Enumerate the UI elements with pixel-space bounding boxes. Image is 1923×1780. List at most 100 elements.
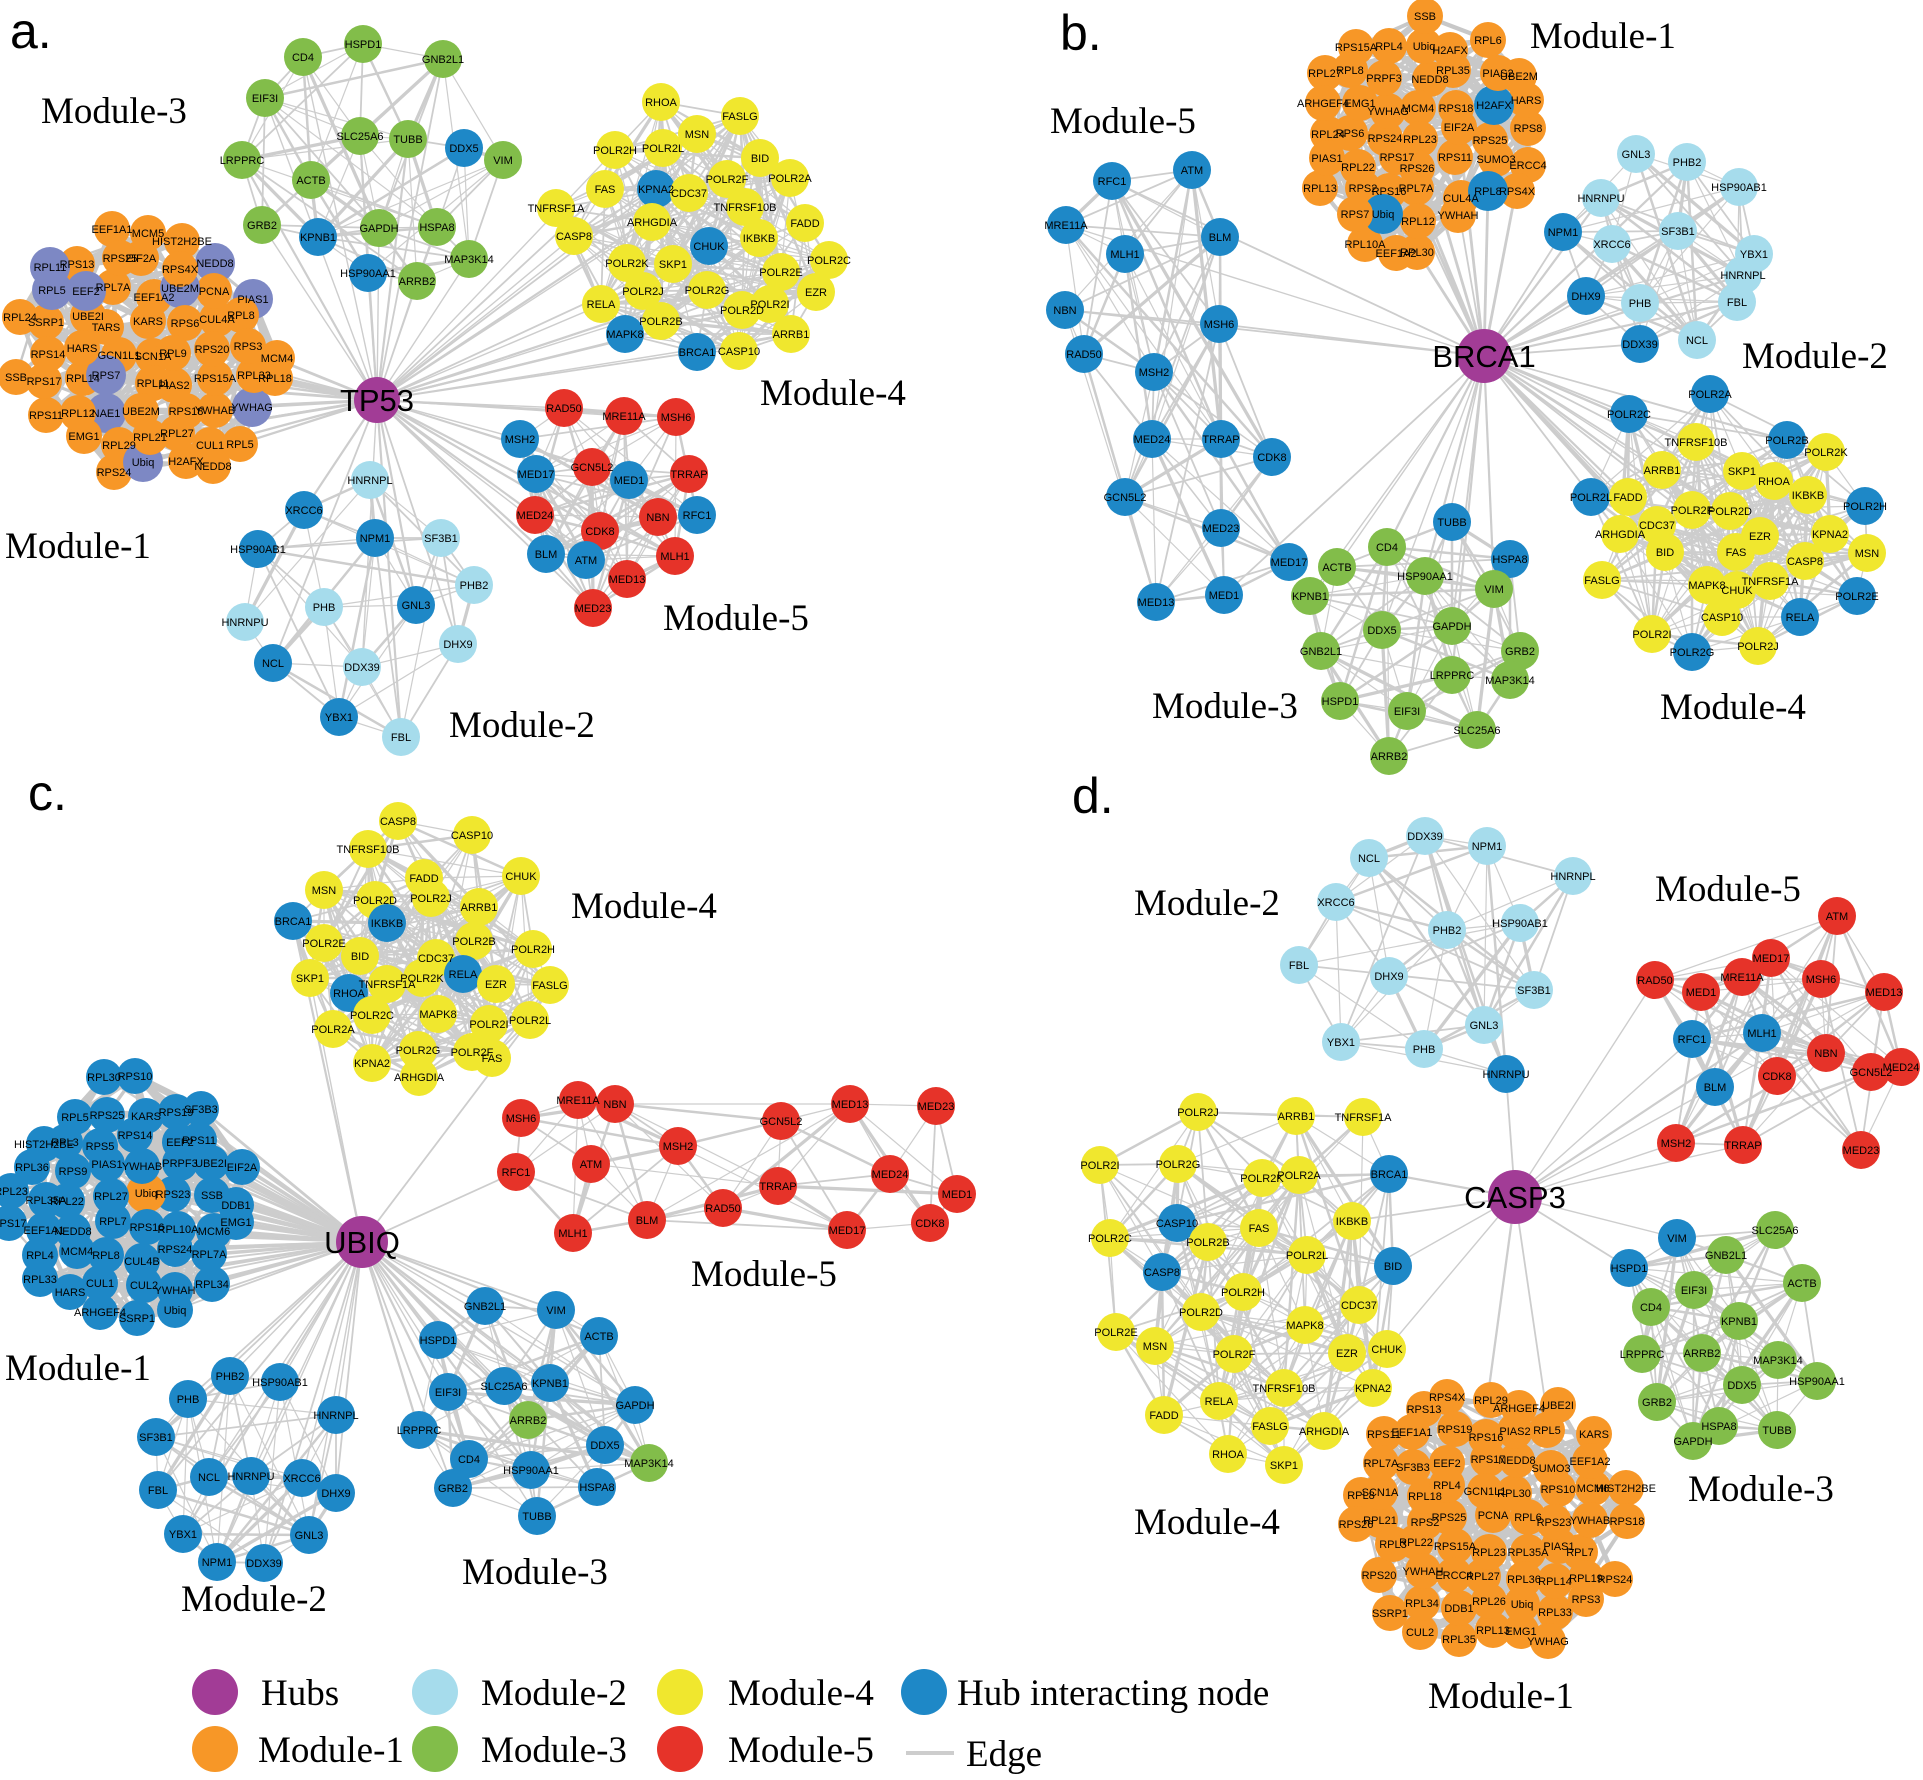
- svg-text:POLR2A: POLR2A: [1688, 389, 1732, 401]
- svg-text:MAPK8: MAPK8: [1688, 580, 1725, 592]
- svg-text:Module-3: Module-3: [41, 91, 187, 132]
- svg-text:MRE11A: MRE11A: [602, 411, 646, 423]
- svg-text:KARS: KARS: [1579, 1429, 1609, 1441]
- svg-text:PCNA: PCNA: [1478, 1510, 1509, 1522]
- svg-text:POLR2D: POLR2D: [1708, 506, 1752, 518]
- svg-text:SKP1: SKP1: [1270, 1460, 1298, 1472]
- svg-text:YWHAH: YWHAH: [1438, 210, 1479, 222]
- svg-text:RPS3: RPS3: [234, 341, 263, 353]
- svg-text:RPS15A: RPS15A: [1434, 1541, 1477, 1553]
- svg-text:EZR: EZR: [805, 287, 827, 299]
- svg-text:RPL14: RPL14: [1538, 1576, 1572, 1588]
- svg-text:HSP90AA1: HSP90AA1: [1789, 1376, 1845, 1388]
- svg-text:POLR2I: POLR2I: [750, 299, 789, 311]
- svg-text:HARS: HARS: [67, 343, 98, 355]
- svg-text:RPL8: RPL8: [1347, 1490, 1375, 1502]
- svg-text:KPNB1: KPNB1: [532, 1378, 568, 1390]
- svg-text:RPS10: RPS10: [1541, 1484, 1576, 1496]
- svg-text:POLR2G: POLR2G: [1670, 647, 1715, 659]
- svg-text:NBN: NBN: [1053, 305, 1076, 317]
- svg-text:RPS20: RPS20: [1362, 1570, 1397, 1582]
- svg-text:YWHAB: YWHAB: [122, 1161, 162, 1173]
- svg-text:MAP3K14: MAP3K14: [624, 1458, 674, 1470]
- svg-text:DDB1: DDB1: [221, 1200, 250, 1212]
- svg-text:RPL7A: RPL7A: [192, 1249, 228, 1261]
- svg-text:RHOA: RHOA: [333, 988, 365, 1000]
- svg-text:ATM: ATM: [1181, 165, 1203, 177]
- svg-text:BRCA1: BRCA1: [1432, 339, 1535, 374]
- svg-text:PHB: PHB: [1413, 1044, 1436, 1056]
- svg-text:YWHAB: YWHAB: [1570, 1515, 1610, 1527]
- svg-text:CASP8: CASP8: [380, 816, 416, 828]
- svg-text:ACTB: ACTB: [1322, 562, 1351, 574]
- svg-text:HNRNPU: HNRNPU: [1577, 193, 1624, 205]
- svg-text:GAPDH: GAPDH: [1673, 1436, 1712, 1448]
- svg-text:YWHAG: YWHAG: [1527, 1636, 1569, 1648]
- svg-text:POLR2F: POLR2F: [1213, 1349, 1256, 1361]
- svg-text:RPS2: RPS2: [1411, 1517, 1440, 1529]
- svg-text:RPL5: RPL5: [1533, 1425, 1561, 1437]
- svg-text:Module-2: Module-2: [1134, 883, 1280, 924]
- svg-text:GNB2L1: GNB2L1: [1705, 1250, 1747, 1262]
- svg-text:RPS4X: RPS4X: [1429, 1392, 1466, 1404]
- svg-text:FASLG: FASLG: [722, 111, 757, 123]
- svg-text:GCN5L2: GCN5L2: [571, 462, 614, 474]
- svg-text:KPNA2: KPNA2: [638, 184, 674, 196]
- svg-text:Module-3: Module-3: [1688, 1469, 1834, 1510]
- svg-text:NPM1: NPM1: [1472, 841, 1503, 853]
- svg-text:TUBB: TUBB: [1762, 1425, 1791, 1437]
- svg-text:RPL8: RPL8: [1474, 186, 1502, 198]
- svg-text:RAD50: RAD50: [1637, 975, 1672, 987]
- svg-text:XRCC6: XRCC6: [1593, 239, 1630, 251]
- svg-text:TRRAP: TRRAP: [1724, 1140, 1761, 1152]
- svg-text:DDX5: DDX5: [1367, 625, 1396, 637]
- svg-text:RPS16: RPS16: [1469, 1432, 1504, 1444]
- svg-text:DHX9: DHX9: [443, 639, 472, 651]
- svg-text:a.: a.: [10, 3, 52, 59]
- svg-text:HNRNPL: HNRNPL: [347, 475, 392, 487]
- svg-text:KPNA2: KPNA2: [1812, 529, 1848, 541]
- svg-text:HSP90AB1: HSP90AB1: [1711, 182, 1767, 194]
- svg-text:RPL18: RPL18: [258, 373, 292, 385]
- svg-text:UBE2I: UBE2I: [72, 311, 104, 323]
- svg-text:ARRB1: ARRB1: [1278, 1111, 1315, 1123]
- svg-text:NCL: NCL: [262, 658, 284, 670]
- svg-text:H2AFX: H2AFX: [1476, 100, 1512, 112]
- svg-text:RPL9: RPL9: [159, 348, 187, 360]
- svg-text:CHUK: CHUK: [505, 871, 537, 883]
- svg-text:Module-2: Module-2: [1742, 336, 1888, 377]
- svg-text:HARS: HARS: [55, 1287, 86, 1299]
- svg-text:RPL18: RPL18: [1408, 1491, 1442, 1503]
- svg-text:FBL: FBL: [391, 732, 411, 744]
- svg-text:NPM1: NPM1: [202, 1557, 233, 1569]
- svg-text:CDK8: CDK8: [585, 526, 614, 538]
- svg-text:UBIQ: UBIQ: [324, 1225, 400, 1260]
- svg-text:EZR: EZR: [485, 979, 507, 991]
- svg-text:MSH2: MSH2: [505, 434, 536, 446]
- svg-text:RFC1: RFC1: [502, 1167, 531, 1179]
- svg-text:RPL22: RPL22: [1399, 1537, 1433, 1549]
- svg-text:POLR2D: POLR2D: [1179, 1307, 1223, 1319]
- svg-text:HSP90AB1: HSP90AB1: [1492, 918, 1548, 930]
- svg-text:MED23: MED23: [1203, 523, 1240, 535]
- svg-text:RPL6: RPL6: [1474, 35, 1502, 47]
- svg-text:Hub interacting node: Hub interacting node: [957, 1673, 1269, 1714]
- svg-text:RPL36: RPL36: [15, 1162, 49, 1174]
- svg-text:HSPD1: HSPD1: [420, 1335, 457, 1347]
- svg-text:PIAS2: PIAS2: [1499, 1426, 1530, 1438]
- svg-text:RPL22: RPL22: [1341, 162, 1375, 174]
- svg-text:CUL4B: CUL4B: [124, 1256, 159, 1268]
- svg-text:RPS23: RPS23: [156, 1189, 191, 1201]
- svg-text:POLR2B: POLR2B: [1186, 1237, 1229, 1249]
- svg-text:Module-1: Module-1: [1530, 16, 1676, 57]
- svg-text:DDB1: DDB1: [1444, 1603, 1473, 1615]
- svg-text:RPS24: RPS24: [1368, 133, 1403, 145]
- svg-text:KPNB1: KPNB1: [300, 232, 336, 244]
- svg-text:SKP1: SKP1: [1728, 466, 1756, 478]
- svg-text:ARRB1: ARRB1: [1644, 465, 1681, 477]
- svg-text:EZR: EZR: [1336, 1348, 1358, 1360]
- svg-text:ARRB2: ARRB2: [1684, 1348, 1721, 1360]
- svg-text:TRRAP: TRRAP: [670, 469, 707, 481]
- svg-text:CASP10: CASP10: [451, 830, 493, 842]
- svg-text:TNFRSF10B: TNFRSF10B: [714, 202, 777, 214]
